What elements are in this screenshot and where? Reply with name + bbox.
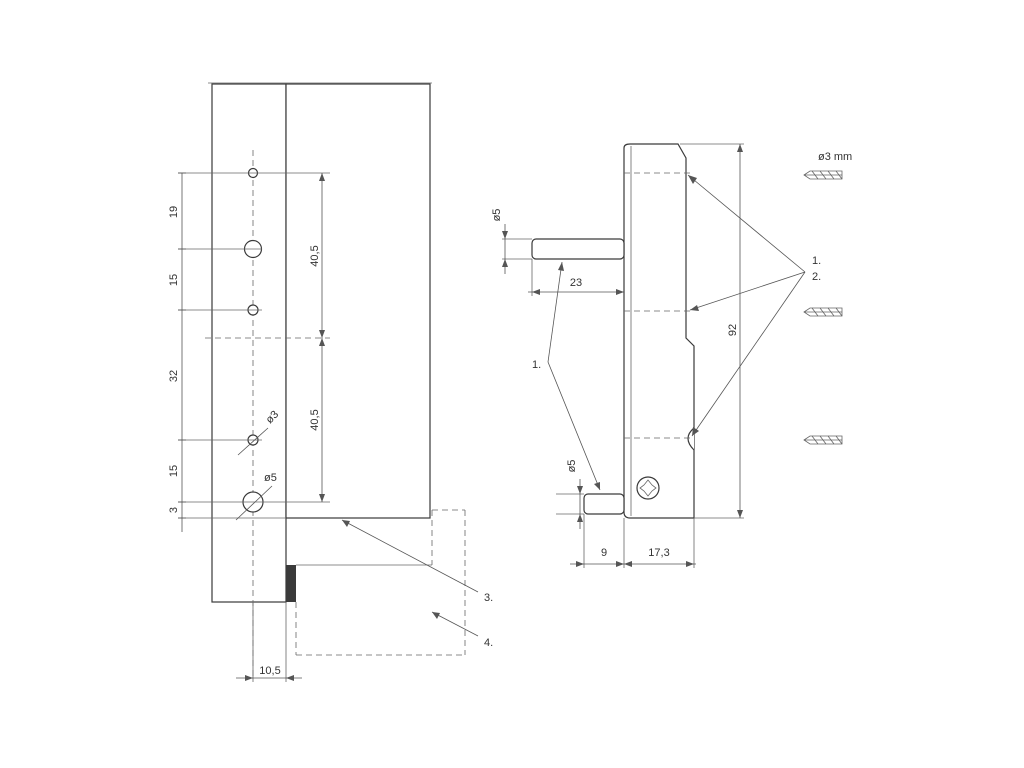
dim-32-label: 32 [168, 370, 180, 382]
dim-40-5a-label: 40,5 [309, 245, 321, 266]
front-panel [285, 83, 431, 519]
dim-15b-label: 15 [168, 465, 180, 477]
callout-2-right: 2. [812, 271, 821, 283]
phi5-label: ø5 [264, 472, 277, 484]
dim-9-label: 9 [601, 547, 607, 559]
drill-bit-icon [803, 170, 843, 180]
drill-bit-icon [803, 435, 843, 445]
dim-17-3-label: 17,3 [648, 547, 669, 559]
drill-label: ø3 mm [818, 151, 852, 163]
callout-1-leader-a [547, 261, 563, 363]
dim-15a-label: 15 [168, 274, 180, 286]
left-view: 19 15 32 15 3 40,5 40,5 ø3 ø5 10,5 3. 4. [168, 82, 493, 682]
callout-1-right: 1. [812, 255, 821, 267]
callout-12-leader-a [687, 174, 806, 273]
callout-4-leader [431, 611, 479, 637]
phi3-leader [237, 427, 269, 456]
phi5-leader [235, 485, 273, 521]
dim-19-label: 19 [168, 206, 180, 218]
dim-10-5-label: 10,5 [259, 665, 280, 677]
callout-12-leader-c [691, 271, 806, 437]
callout-3-leader [341, 519, 479, 593]
callout-1-leader-b [547, 361, 601, 491]
callout-4: 4. [484, 637, 493, 649]
side-panel [211, 83, 287, 603]
screw-head [636, 476, 660, 500]
callout-12-leader-b [689, 271, 806, 311]
bottom-pin [583, 493, 625, 515]
hinge-body [623, 143, 695, 519]
callout-1-left: 1. [532, 359, 541, 371]
dim-40-5b-label: 40,5 [309, 409, 321, 430]
top-pin [531, 238, 625, 260]
phi5-top-label: ø5 [491, 209, 503, 222]
dim-3-label: 3 [168, 507, 180, 513]
phi5-bottom-label: ø5 [566, 460, 578, 473]
dim-23-label: 23 [570, 277, 582, 289]
callout-3: 3. [484, 592, 493, 604]
drill-bit-icon [803, 307, 843, 317]
dim-92-label: 92 [727, 324, 739, 336]
dark-strip [286, 565, 296, 602]
right-view: ø5 23 ø5 9 17,3 92 1. 1. 2. ø3 mm [491, 143, 852, 568]
